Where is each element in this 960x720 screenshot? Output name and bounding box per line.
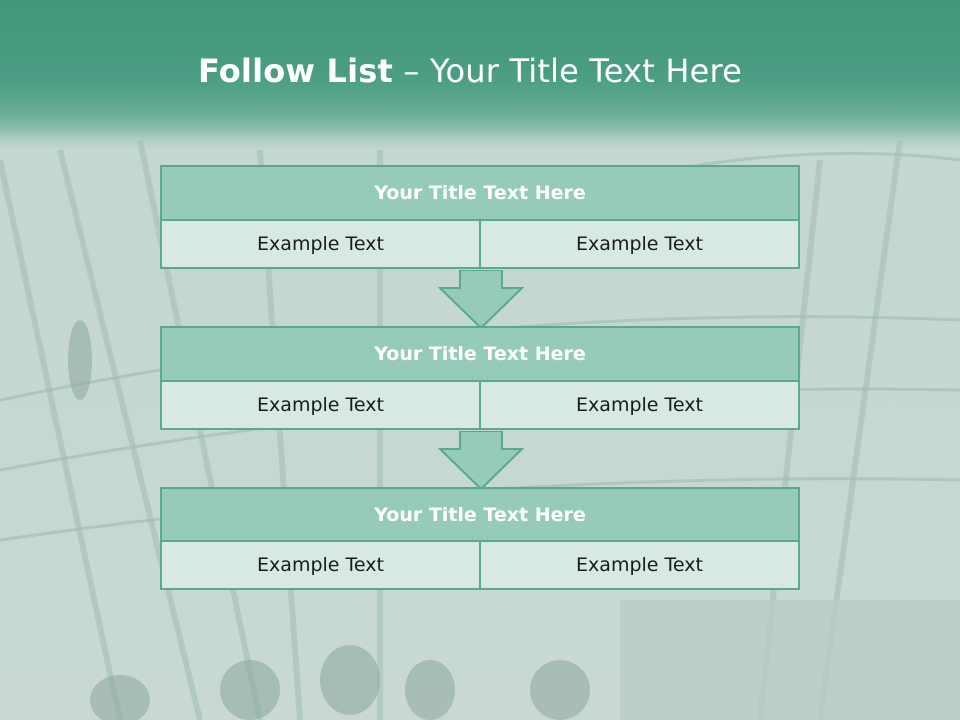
step-2: Your Title Text Here Example Text Exampl… xyxy=(160,326,800,430)
step-left-text: Example Text xyxy=(257,554,384,576)
step-right-text: Example Text xyxy=(479,542,798,588)
step-left-text: Example Text xyxy=(257,233,384,255)
down-arrow-icon xyxy=(438,270,524,330)
step-row: Example Text Example Text xyxy=(160,221,800,269)
page-title-rest: – Your Title Text Here xyxy=(393,52,743,90)
page-title: Follow List – Your Title Text Here xyxy=(0,52,940,90)
title-band xyxy=(0,0,960,140)
step-3: Your Title Text Here Example Text Exampl… xyxy=(160,487,800,590)
step-right-text: Example Text xyxy=(479,221,798,267)
step-left-text: Example Text xyxy=(257,394,384,416)
page-title-bold: Follow List xyxy=(197,52,394,90)
step-1: Your Title Text Here Example Text Exampl… xyxy=(160,165,800,269)
step-title: Your Title Text Here xyxy=(160,487,800,542)
step-row: Example Text Example Text xyxy=(160,382,800,430)
step-title: Your Title Text Here xyxy=(160,326,800,382)
down-arrow-icon xyxy=(438,431,524,491)
step-title: Your Title Text Here xyxy=(160,165,800,221)
step-row: Example Text Example Text xyxy=(160,542,800,590)
step-right-text: Example Text xyxy=(479,382,798,428)
